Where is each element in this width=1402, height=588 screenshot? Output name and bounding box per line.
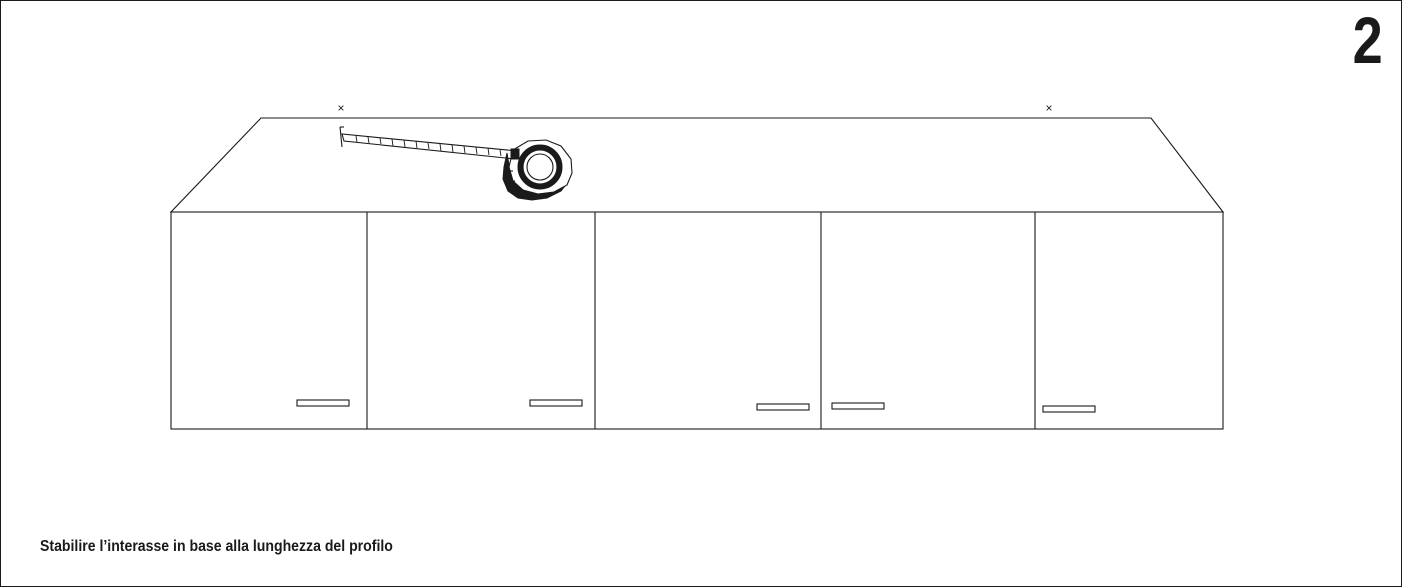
door-handle-4 (831, 402, 885, 410)
tape-measure-icon (339, 126, 573, 201)
step-number: 2 (1352, 3, 1383, 77)
right-reference-mark: × (1045, 101, 1052, 115)
door-handle-1 (296, 399, 350, 407)
tape-case (502, 139, 573, 201)
door-handle-3 (756, 403, 810, 411)
door-handle-5 (1042, 405, 1096, 413)
tape-blade (339, 126, 518, 160)
cabinet-top-surface (169, 117, 1225, 213)
cabinet-front-panel (170, 211, 1224, 430)
step-caption: Stabilire l’interasse in base alla lungh… (40, 538, 393, 555)
door-handle-2 (529, 399, 583, 407)
left-reference-mark: × (337, 101, 344, 115)
